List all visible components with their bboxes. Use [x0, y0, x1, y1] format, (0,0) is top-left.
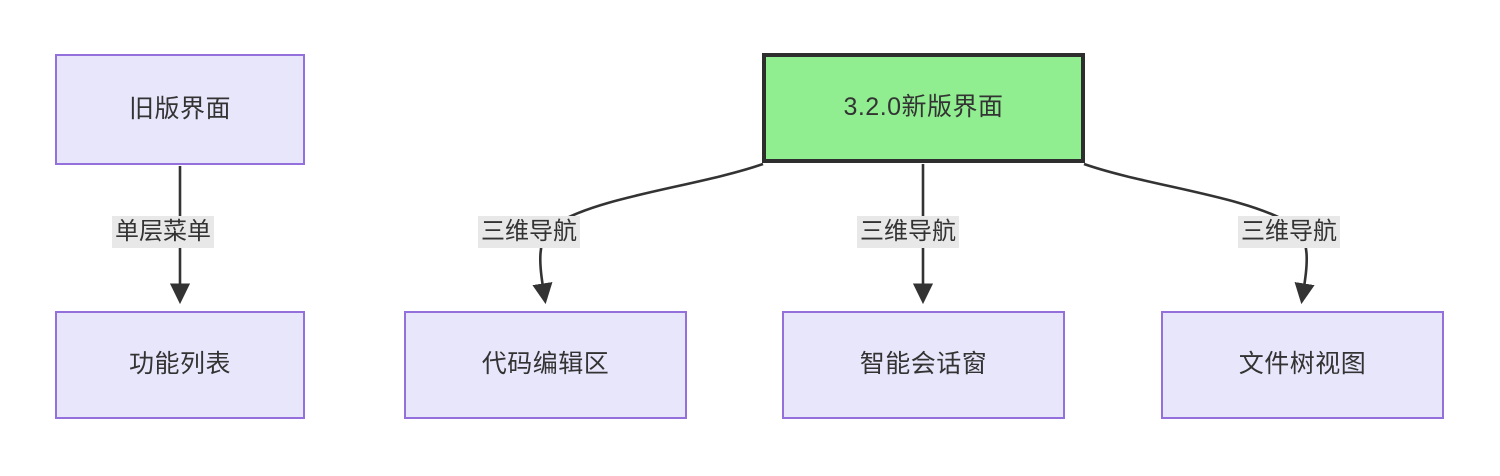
node-new-ui[interactable]: 3.2.0新版界面	[762, 53, 1085, 163]
node-chat-window[interactable]: 智能会话窗	[782, 311, 1065, 419]
node-label-new-ui: 3.2.0新版界面	[843, 93, 1004, 122]
node-label-old-ui: 旧版界面	[128, 94, 231, 123]
edge-label-new-to-chat: 三维导航	[857, 216, 959, 248]
node-file-tree[interactable]: 文件树视图	[1161, 311, 1444, 419]
node-label-code-editor: 代码编辑区	[481, 350, 610, 379]
node-label-feature-list: 功能列表	[128, 350, 231, 379]
node-old-ui[interactable]: 旧版界面	[55, 54, 305, 165]
edge-label-new-to-tree: 三维导航	[1238, 216, 1340, 248]
node-label-chat-window: 智能会话窗	[859, 350, 988, 379]
node-label-file-tree: 文件树视图	[1238, 350, 1367, 379]
node-code-editor[interactable]: 代码编辑区	[404, 311, 687, 419]
edge-label-old-to-feature: 单层菜单	[112, 216, 214, 248]
edge-label-new-to-code: 三维导航	[478, 216, 580, 248]
node-feature-list[interactable]: 功能列表	[55, 311, 305, 419]
